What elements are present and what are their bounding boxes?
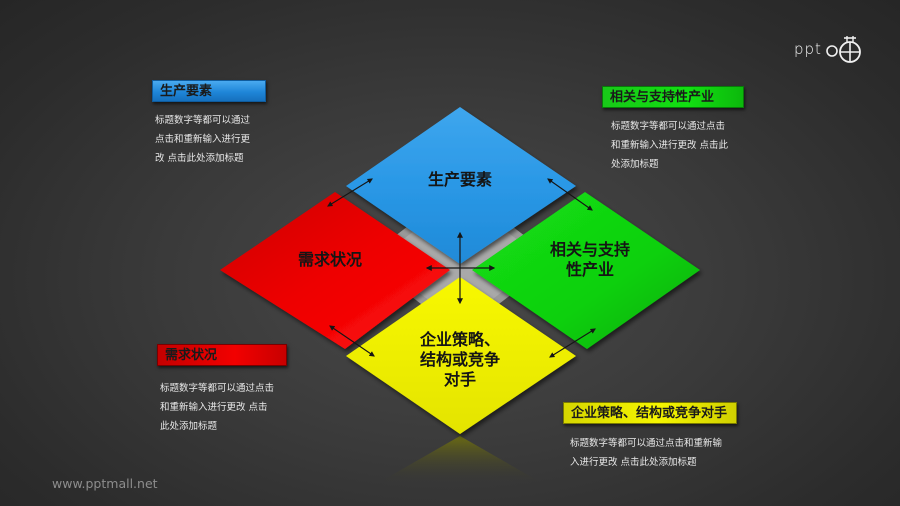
watermark-url: www.pptmall.net	[52, 476, 158, 491]
callout-text-demand-conditions: 标题数字等都可以通过点击 和重新输入进行更改 点击 此处添加标题	[160, 383, 275, 432]
yellow-reflection	[380, 436, 540, 482]
diamond-bottom-label: 企业策略、 结构或竞争 对手	[419, 330, 500, 389]
diamond-left-red[interactable]	[220, 192, 450, 349]
callout-title-demand-conditions[interactable]: 需求状况	[157, 344, 287, 366]
diamond-bottom-yellow[interactable]	[346, 277, 576, 434]
callout-title-related-industries[interactable]: 相关与支持性产业	[602, 86, 744, 108]
edge-arrows	[327, 178, 596, 358]
diamond-right-green[interactable]	[472, 192, 700, 349]
logo-text: PPT	[794, 40, 822, 58]
ppt-logo-icon	[826, 36, 861, 63]
center-arrows	[425, 231, 496, 305]
callout-title-production-factors[interactable]: 生产要素	[152, 80, 266, 102]
callout-text-related-industries: 标题数字等都可以通过点击 和重新输入进行更改 点击此 处添加标题	[611, 121, 729, 170]
callout-text-firm-strategy: 标题数字等都可以通过点击和重新输 入进行更改 点击此处添加标题	[570, 438, 723, 468]
diamond-top-label: 生产要素	[427, 170, 492, 189]
diamond-top-blue[interactable]	[346, 107, 576, 264]
diamond-left-label: 需求状况	[297, 250, 362, 269]
ppt-logo: PPT	[794, 34, 863, 64]
callout-text-production-factors: 标题数字等都可以通过 点击和重新输入进行更 改 点击此处添加标题	[155, 115, 251, 164]
callout-title-firm-strategy[interactable]: 企业策略、结构或竞争对手	[563, 402, 737, 424]
diamond-right-label: 相关与支持 性产业	[549, 240, 630, 279]
